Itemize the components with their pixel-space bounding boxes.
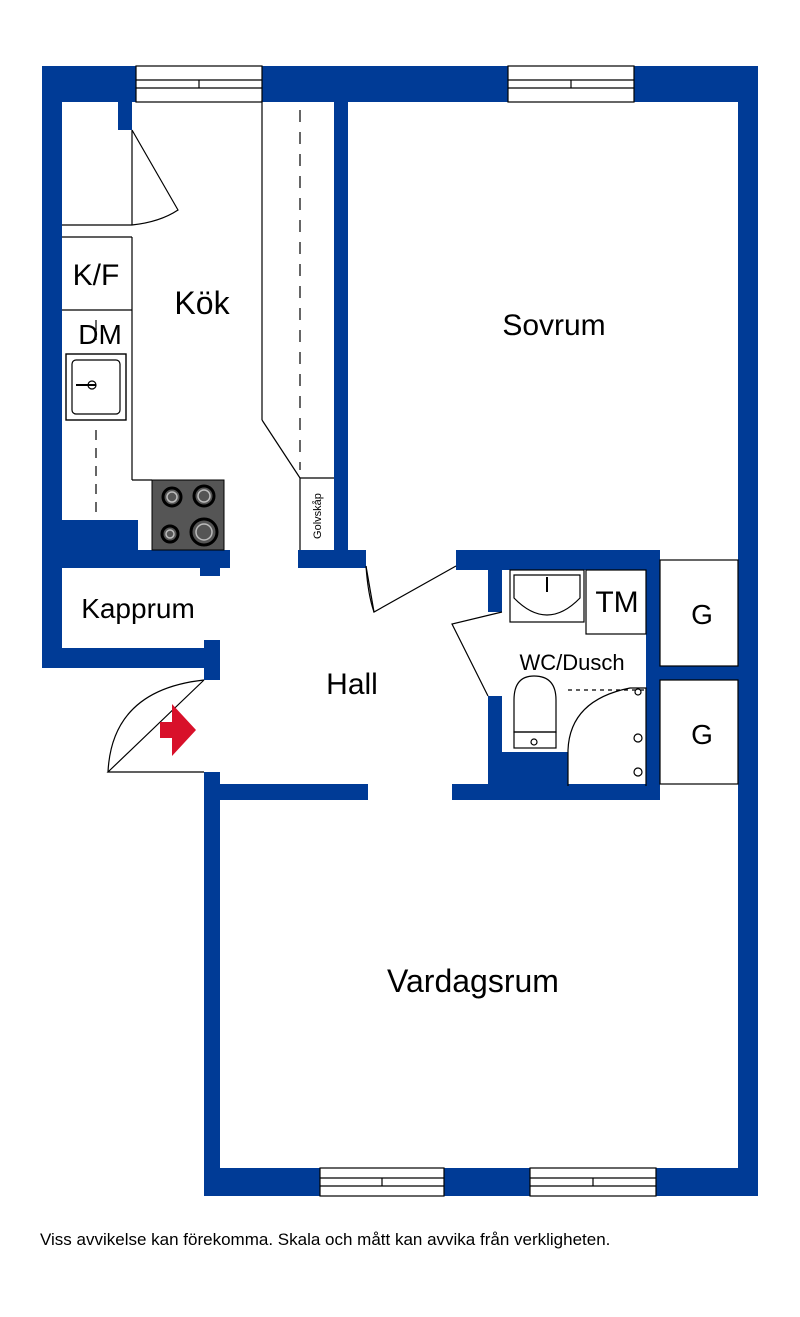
label-dishwasher: DM	[78, 319, 122, 350]
label-linen-cabinet: TM	[595, 586, 638, 619]
stove	[151, 479, 225, 551]
label-hall: Hall	[326, 668, 378, 701]
label-closet-1: G	[691, 599, 713, 630]
walls	[42, 66, 758, 1196]
label-kitchen: Kök	[174, 285, 230, 321]
label-bedroom: Sovrum	[502, 309, 605, 342]
label-living-room: Vardagsrum	[387, 963, 559, 999]
label-cloakroom: Kapprum	[81, 593, 195, 624]
label-fridge-freezer: K/F	[73, 259, 120, 292]
fixtures	[62, 100, 739, 786]
label-closet-2: G	[691, 719, 713, 750]
disclaimer-text: Viss avvikelse kan förekomma. Skala och …	[40, 1230, 611, 1249]
window-bedroom	[507, 65, 635, 103]
windows	[135, 65, 657, 1197]
entrance-arrow-icon	[160, 704, 196, 756]
label-bathroom: WC/Dusch	[519, 650, 624, 675]
label-floor-cabinet: Golvskåp	[312, 493, 324, 539]
